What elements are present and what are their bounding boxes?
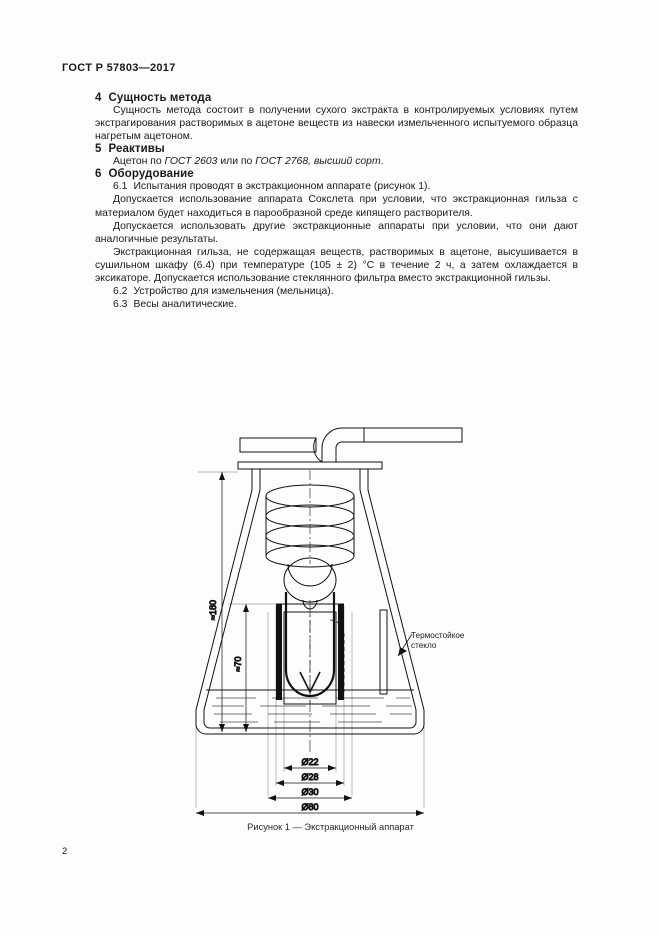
paragraph-sokslet: Допускается использование аппарата Соксл… <box>95 194 578 219</box>
projection-lines <box>195 606 425 808</box>
paragraph-method-essence: Сущность метода состоит в получении сухо… <box>95 105 578 143</box>
thimble-wall-left <box>276 604 282 700</box>
dimension-d28: Ø28 <box>276 772 344 786</box>
dimension-d22: Ø22 <box>284 757 336 771</box>
condenser-inlet-tube <box>239 437 317 453</box>
dimension-height-70: ≈70 <box>228 603 280 732</box>
section-number-4: 4 <box>95 92 102 104</box>
document-body: 4 Сущность метода Сущность метода состоит… <box>95 92 578 311</box>
condenser-elbow-inner <box>335 441 364 462</box>
dimension-label-180: ≈180 <box>208 600 218 620</box>
clause-6-2: 6.2 Устройство для измельчения (мельница)… <box>95 285 578 298</box>
clause-text-6-3: Весы аналитические. <box>133 299 237 311</box>
clause-text-6-1: Испытания проводят в экстракционном аппа… <box>133 181 431 193</box>
callout-arrow-head <box>398 647 407 656</box>
reagent-gost-2603: ГОСТ 2603 <box>164 156 218 168</box>
section-heading-6: 6 Оборудование <box>95 168 578 180</box>
clause-number-6-3: 6.3 <box>113 299 128 311</box>
coil-bulb <box>283 557 337 603</box>
dimension-label-d30: Ø30 <box>301 787 318 797</box>
condenser-elbow-outer <box>321 427 364 462</box>
condenser-outlet-tube <box>363 427 463 443</box>
clause-number-6-2: 6.2 <box>113 286 128 298</box>
clause-6-1: 6.1 Испытания проводят в экстракционном а… <box>95 180 578 193</box>
thimble-wall-right <box>338 604 344 700</box>
dimension-label-d22: Ø22 <box>301 757 318 767</box>
support-rod <box>379 609 388 695</box>
reagent-gost-2768: ГОСТ 2768, высший сорт <box>255 156 381 168</box>
callout-text-line-2: стекло <box>411 641 437 650</box>
figure-extraction-apparatus: ≈180 ≈70 <box>0 424 661 844</box>
dimension-d80: Ø80 <box>196 802 424 816</box>
section-number-5: 5 <box>95 143 102 156</box>
page-header-standard-number: ГОСТ Р 57803—2017 <box>62 62 176 74</box>
clause-6-3: 6.3 Весы аналитические. <box>95 298 578 311</box>
apparatus-drawing: ≈180 ≈70 <box>195 427 463 816</box>
reagent-conjunction: или по <box>217 156 256 168</box>
clause-number-6-1: 6.1 <box>113 181 128 193</box>
liquid-hatching <box>212 697 412 723</box>
flask-flange <box>237 461 383 470</box>
figure-caption: Рисунок 1 — Экстракционный аппарат <box>247 822 414 832</box>
reagent-suffix: . <box>380 156 384 168</box>
section-heading-4: 4 Сущность метода <box>95 92 578 104</box>
coil-bulb-top <box>287 563 333 587</box>
clause-text-6-2: Устройство для измельчения (мельница). <box>133 286 334 298</box>
section-number-6: 6 <box>95 168 102 181</box>
dimension-height-180: ≈180 <box>198 471 238 732</box>
section-title-5: Реактивы <box>108 143 165 156</box>
dimension-label-d80: Ø80 <box>301 802 318 812</box>
paragraph-other-apparatus: Допускается использовать другие экстракц… <box>95 220 578 245</box>
condenser-cap-curve <box>313 437 323 463</box>
dimension-d30: Ø30 <box>268 787 352 801</box>
callout-text-line-1: Термостойкое <box>411 631 465 640</box>
page-number: 2 <box>62 846 68 857</box>
section-title-6: Оборудование <box>108 168 194 181</box>
paragraph-extraction-thimble: Экстракционная гильза, не содержащая вещ… <box>95 246 578 285</box>
figure-callout-heat-resistant-glass: Термостойкое стекло <box>411 631 465 651</box>
paragraph-reagents: Ацетон по ГОСТ 2603 или по ГОСТ 2768, вы… <box>95 155 578 168</box>
reagent-prefix: Ацетон по <box>113 156 165 168</box>
section-heading-5: 5 Реактивы <box>95 143 578 155</box>
dimension-label-d28: Ø28 <box>301 772 318 782</box>
dimension-label-70: ≈70 <box>233 657 243 672</box>
section-title-4: Сущность метода <box>108 92 212 104</box>
